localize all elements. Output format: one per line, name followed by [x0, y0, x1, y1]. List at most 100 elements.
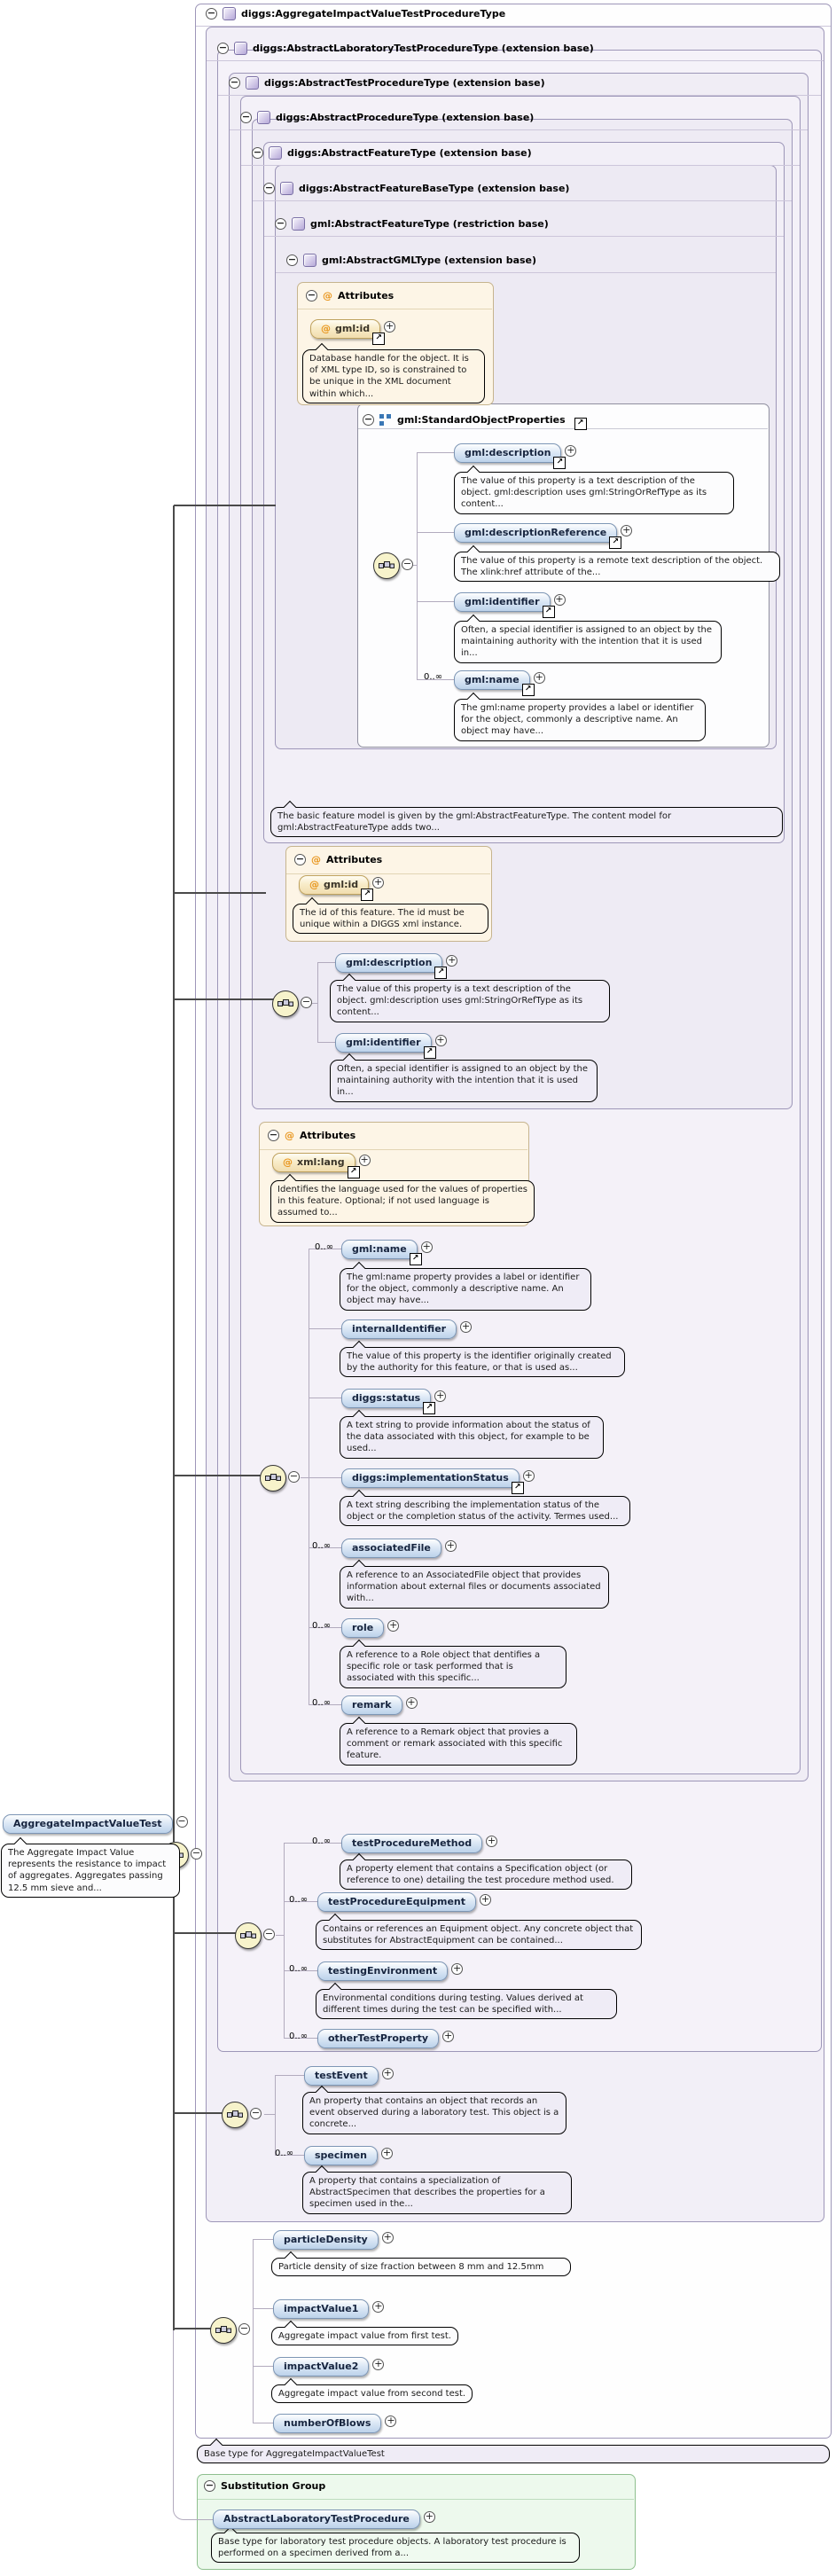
element-specimen[interactable]: specimen — [304, 2145, 393, 2165]
doc-tooltip: A reference to a Role object that dentif… — [340, 1646, 566, 1688]
attribute-gml-id[interactable]: @gml:id — [310, 318, 396, 345]
element-other-test-property[interactable]: otherTestProperty — [317, 2028, 455, 2048]
external-link-icon[interactable] — [409, 1252, 422, 1265]
expand-icon[interactable] — [451, 1963, 464, 1975]
collapse-icon[interactable] — [250, 2108, 262, 2119]
element-gml-name-2[interactable]: gml:name — [341, 1239, 433, 1265]
external-link-icon[interactable] — [361, 888, 374, 901]
collapse-icon[interactable] — [363, 413, 374, 426]
doc-tooltip: Database handle for the object. It is of… — [302, 349, 485, 403]
external-link-icon[interactable] — [553, 456, 566, 469]
branch-line-feature — [174, 1475, 262, 1476]
divider — [207, 60, 824, 61]
element-gml-identifier-2[interactable]: gml:identifier — [335, 1032, 447, 1059]
expand-icon[interactable] — [385, 2415, 397, 2427]
external-link-icon[interactable] — [609, 536, 622, 549]
external-link-icon[interactable] — [521, 683, 535, 696]
external-link-icon[interactable] — [372, 332, 386, 345]
collapse-icon[interactable] — [306, 290, 317, 301]
collapse-icon[interactable] — [240, 112, 252, 123]
collapse-icon[interactable] — [204, 2480, 215, 2492]
element-gml-description[interactable]: gml:description — [454, 442, 577, 469]
expand-icon[interactable] — [358, 1155, 371, 1166]
expand-icon[interactable] — [565, 445, 577, 457]
expand-icon[interactable] — [621, 525, 633, 536]
collapse-icon[interactable] — [263, 183, 275, 194]
collapse-icon[interactable] — [206, 8, 217, 20]
element-gml-identifier[interactable]: gml:identifier — [454, 591, 566, 618]
collapse-icon[interactable] — [301, 997, 312, 1008]
element-role[interactable]: role — [341, 1617, 400, 1638]
expand-icon[interactable] — [434, 1035, 447, 1046]
expand-icon[interactable] — [434, 1390, 447, 1402]
expand-icon[interactable] — [442, 2031, 455, 2042]
expand-icon[interactable] — [405, 1697, 418, 1709]
attribute-gml-id-2[interactable]: @gml:id — [299, 874, 385, 901]
doc-tooltip: The value of this property is the identi… — [340, 1347, 625, 1378]
expand-icon[interactable] — [486, 1836, 498, 1847]
collapse-icon[interactable] — [217, 43, 229, 54]
expand-icon[interactable] — [423, 2511, 435, 2523]
element-test-procedure-method[interactable]: testProcedureMethod — [341, 1833, 498, 1853]
element-abstract-laboratory-test-procedure[interactable]: AbstractLaboratoryTestProcedure — [213, 2509, 435, 2529]
trunk-connector-line — [173, 505, 175, 2330]
collapse-icon[interactable] — [191, 1848, 202, 1860]
external-link-icon[interactable] — [423, 1401, 436, 1414]
element-gml-name[interactable]: gml:name — [454, 669, 545, 696]
expand-icon[interactable] — [444, 1540, 457, 1552]
collapse-icon[interactable] — [176, 1816, 188, 1828]
collapse-icon[interactable] — [263, 1929, 275, 1940]
collapse-icon[interactable] — [286, 254, 298, 266]
element-number-of-blows[interactable]: numberOfBlows — [273, 2413, 397, 2433]
collapse-icon[interactable] — [238, 2323, 250, 2335]
collapse-icon[interactable] — [268, 1130, 279, 1141]
expand-icon[interactable] — [381, 2232, 394, 2243]
collapse-icon[interactable] — [275, 218, 286, 230]
collapse-icon[interactable] — [252, 147, 263, 159]
element-testing-environment[interactable]: testingEnvironment — [317, 1961, 464, 1981]
element-impact-value-2[interactable]: impactValue2 — [273, 2356, 385, 2376]
element-diggs-status[interactable]: diggs:status — [341, 1388, 447, 1414]
element-gml-description-reference[interactable]: gml:descriptionReference — [454, 522, 633, 549]
expand-icon[interactable] — [446, 955, 458, 967]
external-link-icon[interactable] — [542, 605, 555, 618]
element-impact-value-1[interactable]: impactValue1 — [273, 2298, 385, 2319]
element-internal-identifier[interactable]: internalIdentifier — [341, 1319, 473, 1339]
expand-icon[interactable] — [384, 321, 396, 333]
element-gml-description-2[interactable]: gml:description — [335, 952, 458, 979]
element-test-procedure-equipment[interactable]: testProcedureEquipment — [317, 1891, 492, 1912]
expand-icon[interactable] — [381, 2068, 394, 2079]
attribute-xml-lang[interactable]: @xml:lang — [272, 1152, 371, 1178]
element-diggs-implementation-status[interactable]: diggs:implementationStatus — [341, 1468, 535, 1494]
expand-icon[interactable] — [533, 672, 545, 684]
element-label: AggregateImpactValueTest — [3, 1813, 173, 1834]
divider — [241, 165, 800, 166]
element-associated-file[interactable]: associatedFile — [341, 1538, 457, 1558]
expand-icon[interactable] — [553, 594, 566, 606]
expand-icon[interactable] — [480, 1894, 492, 1906]
collapse-icon[interactable] — [402, 559, 413, 570]
collapse-icon[interactable] — [294, 854, 306, 865]
element-particle-density[interactable]: particleDensity — [273, 2229, 394, 2250]
branch-line-feature-base — [174, 998, 274, 1000]
expand-icon[interactable] — [380, 2148, 393, 2159]
expand-icon[interactable] — [372, 2359, 385, 2370]
collapse-icon[interactable] — [288, 1471, 300, 1483]
expand-icon[interactable] — [420, 1241, 433, 1253]
element-test-event[interactable]: testEvent — [304, 2065, 394, 2086]
external-link-icon[interactable] — [434, 966, 448, 979]
group-spine — [253, 2239, 254, 2423]
element-remark[interactable]: remark — [341, 1695, 418, 1715]
external-link-icon[interactable] — [347, 1165, 360, 1178]
external-link-icon[interactable] — [511, 1481, 524, 1494]
element-aggregate-impact-value-test[interactable]: AggregateImpactValueTest — [3, 1813, 188, 1834]
expand-icon[interactable] — [387, 1620, 400, 1632]
collapse-icon[interactable] — [229, 77, 240, 89]
expand-icon[interactable] — [372, 2301, 385, 2313]
external-link-icon[interactable] — [423, 1045, 436, 1059]
expand-icon[interactable] — [460, 1321, 473, 1333]
expand-icon[interactable] — [522, 1470, 535, 1482]
external-link-icon[interactable] — [574, 418, 587, 430]
complex-type-icon — [292, 217, 305, 231]
expand-icon[interactable] — [372, 877, 385, 889]
